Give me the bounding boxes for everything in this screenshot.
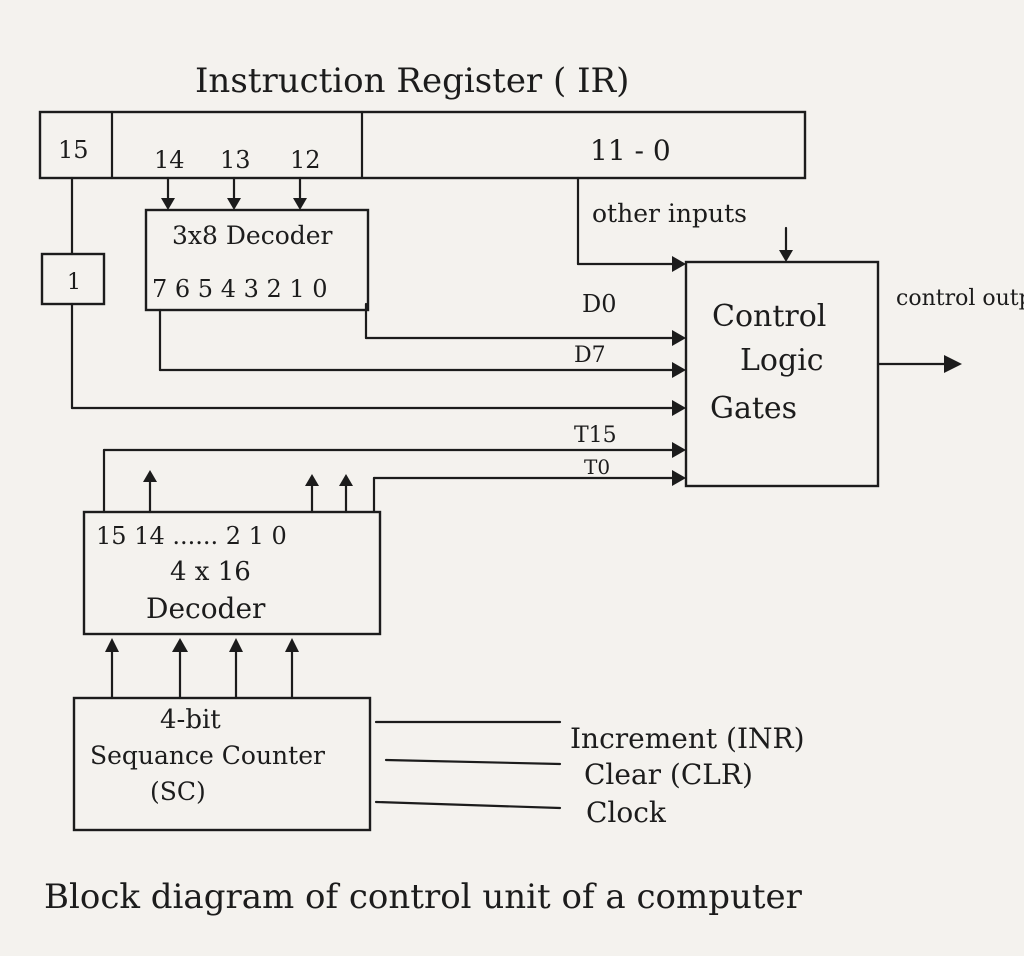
flag-box-label: 1: [67, 270, 81, 295]
other-inputs-label: other inputs: [592, 199, 747, 228]
t2-arrow: [305, 474, 319, 486]
ir-bits-low: 11 - 0: [590, 134, 671, 167]
control-logic-gates: [684, 260, 880, 488]
ir-bit14-arrow: [161, 198, 175, 210]
sc-line2: Sequance Counter: [90, 741, 325, 770]
clock-label: Clock: [586, 796, 667, 829]
ir-bit-14: 14: [154, 146, 185, 174]
decoder-4x16-outputs: 15 14 ...... 2 1 0: [96, 522, 287, 550]
sequence-counter: [72, 696, 372, 832]
decoder-3x8-outputs: 7 6 5 4 3 2 1 0: [152, 275, 328, 303]
clock-wire: [374, 800, 562, 810]
flag-arrow: [672, 400, 686, 416]
d7-label: D7: [574, 343, 606, 368]
t1-arrow: [339, 474, 353, 486]
d0-label: D0: [582, 290, 617, 318]
t15-arrow: [672, 442, 686, 458]
ir-low-arrow: [672, 256, 686, 272]
decoder-4x16-line2: Decoder: [146, 592, 266, 625]
control-logic-line3: Gates: [710, 391, 797, 426]
sc-line1: 4-bit: [160, 705, 221, 735]
t14-arrow: [143, 470, 157, 482]
ir-bit-13: 13: [220, 146, 251, 174]
clear-label: Clear (CLR): [584, 758, 753, 791]
ir-bit-15: 15: [58, 136, 89, 164]
sc-bit0-arrow: [285, 638, 299, 652]
control-output-text: control output: [896, 286, 1024, 311]
increment-label: Increment (INR): [570, 722, 805, 755]
sc-line3: (SC): [150, 777, 206, 806]
t0-arrow: [672, 470, 686, 486]
d0-arrow: [672, 330, 686, 346]
t0-label: T0: [584, 455, 610, 479]
decoder-3x8-title: 3x8 Decoder: [172, 221, 333, 250]
control-logic-line1: Control: [712, 299, 826, 334]
instruction-register: [38, 110, 807, 180]
decoder-4x16: [82, 510, 382, 636]
d7-arrow: [672, 362, 686, 378]
caption: Block diagram of control unit of a compu…: [44, 877, 803, 917]
decoder-3x8: [144, 208, 370, 312]
sc-bit1-arrow: [229, 638, 243, 652]
other-inputs-arrow: [779, 250, 793, 262]
ir-bit12-arrow: [293, 198, 307, 210]
control-logic-line2: Logic: [740, 343, 824, 378]
sc-bit2-arrow: [172, 638, 188, 652]
sc-bit3-arrow: [105, 638, 119, 652]
clear-wire: [384, 758, 562, 766]
control-output-arrow: [944, 355, 962, 373]
control-output-label: control output: [896, 286, 1024, 311]
ir-bit13-arrow: [227, 198, 241, 210]
t15-label: T15: [574, 423, 617, 448]
decoder-4x16-line1: 4 x 16: [170, 557, 251, 587]
ir-title: Instruction Register ( IR): [195, 61, 629, 101]
ir-bit-12: 12: [290, 146, 321, 174]
